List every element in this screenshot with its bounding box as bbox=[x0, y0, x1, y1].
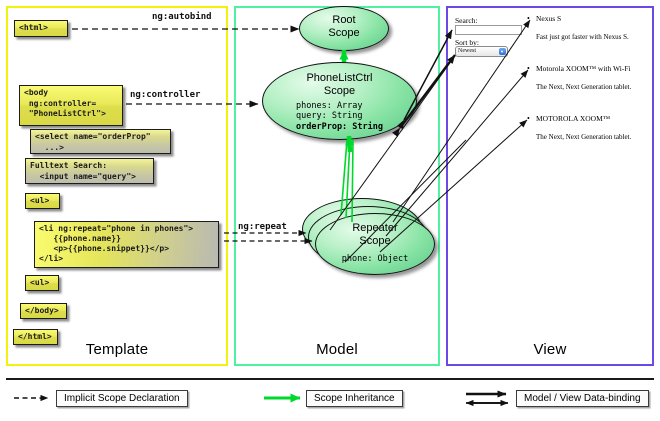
sort-select-value: Newest bbox=[458, 48, 476, 54]
scope-root-title-line1: Root bbox=[332, 14, 356, 26]
scope-phonelistctrl-title-line1: PhoneListCtrl bbox=[306, 72, 373, 84]
scope-repeater: Repeater Scope phone: Object bbox=[315, 213, 435, 275]
panel-template-label: Template bbox=[85, 341, 149, 358]
phone-name-0: Nexus S bbox=[527, 14, 561, 24]
edge-label-controller: ng:controller bbox=[130, 90, 201, 100]
legend-model-view-databinding: Model / View Data-binding bbox=[516, 390, 649, 407]
code-box-html-open: <html> bbox=[14, 20, 68, 37]
code-box-body-open: <body ng:controller= "PhoneListCtrl"> bbox=[19, 85, 123, 126]
code-box-ul-close: <ul> bbox=[25, 275, 59, 291]
scope-root: Root Scope bbox=[299, 6, 389, 51]
code-box-body-close: </body> bbox=[20, 303, 67, 319]
chevron-updown-icon bbox=[499, 48, 506, 55]
phone-name-2: MOTOROLA XOOM™ bbox=[527, 114, 610, 124]
scope-prop-orderprop: orderProp: String bbox=[296, 121, 383, 132]
panel-view-label: View bbox=[533, 341, 567, 358]
sort-select[interactable]: Newest bbox=[455, 46, 508, 57]
legend-scope-inheritance: Scope Inheritance bbox=[306, 390, 403, 407]
phone-snippet-1: The Next, Next Generation tablet. bbox=[536, 83, 632, 91]
scope-prop-phone: phone: Object bbox=[341, 253, 409, 264]
scope-phonelistctrl: PhoneListCtrl Scope phones: Array query:… bbox=[262, 62, 417, 140]
scope-prop-query: query: String bbox=[296, 111, 363, 122]
panel-model-label: Model bbox=[316, 341, 358, 358]
panel-view: View bbox=[446, 6, 654, 366]
scope-prop-phones: phones: Array bbox=[296, 100, 363, 111]
legend-implicit-scope-declaration: Implicit Scope Declaration bbox=[56, 390, 188, 407]
scope-phonelistctrl-title-line2: Scope bbox=[323, 84, 356, 97]
phone-name-1: Motorola XOOM™ with Wi-Fi bbox=[527, 64, 631, 74]
code-box-ul-open: <ul> bbox=[25, 193, 60, 209]
edge-label-autobind: ng:autobind bbox=[152, 12, 212, 22]
phone-snippet-2: The Next, Next Generation tablet. bbox=[536, 133, 632, 141]
code-box-select: <select name="orderProp" ...> bbox=[30, 129, 171, 154]
legend-divider bbox=[6, 378, 654, 380]
view-search-label: Search: bbox=[455, 16, 478, 25]
scope-repeater-title-line2: Scope bbox=[359, 234, 391, 247]
panel-model: Model bbox=[234, 6, 440, 366]
scope-root-title-line2: Scope bbox=[328, 26, 360, 39]
edge-label-repeat: ng:repeat bbox=[238, 222, 287, 232]
scope-repeater-title-line1: Repeater bbox=[352, 222, 398, 234]
code-box-fulltext-search: Fulltext Search: <input name="query"> bbox=[25, 158, 154, 184]
search-input[interactable] bbox=[455, 25, 522, 35]
code-box-li-repeat: <li ng:repeat="phone in phones"> {{phone… bbox=[34, 221, 219, 268]
code-box-html-close: </html> bbox=[13, 329, 58, 345]
phone-snippet-0: Fast just got faster with Nexus S. bbox=[536, 33, 629, 41]
